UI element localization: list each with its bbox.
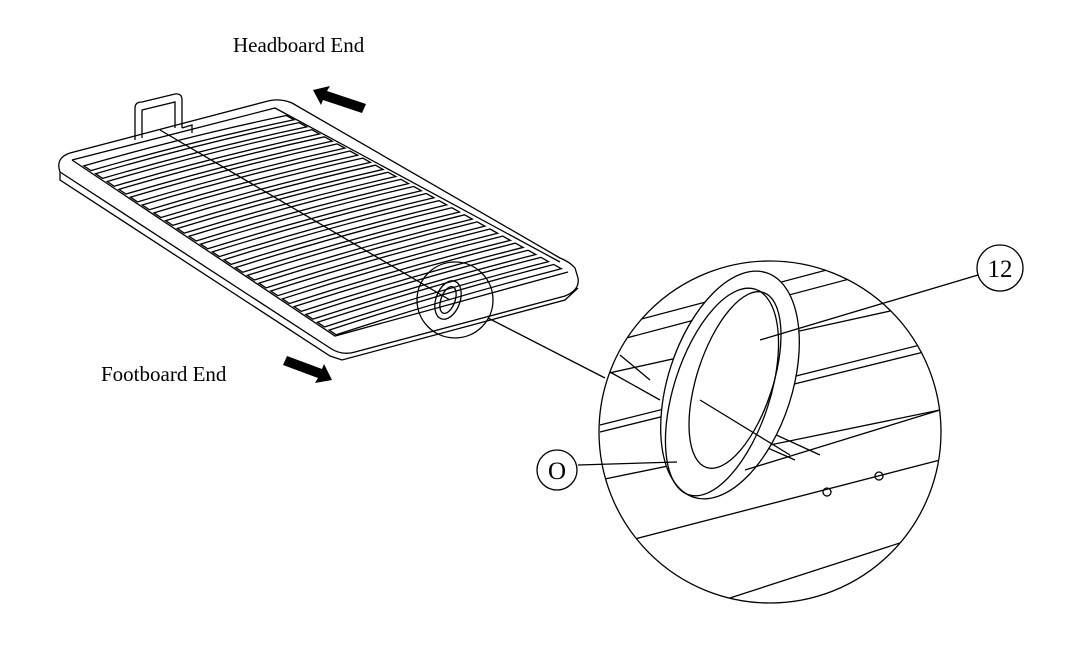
callout-12-label: 12 [988,256,1013,283]
frame-outline [58,99,579,354]
slat [222,199,449,266]
headboard-end-label: Headboard End [233,33,365,57]
slat [280,235,513,305]
frame-side-rail [59,172,579,361]
slats [82,114,564,336]
callout-o-label: O [548,458,566,485]
slat [245,214,474,281]
leader-line [487,317,606,379]
slat [140,150,360,211]
headboard-bracket [134,93,193,140]
slat [257,221,487,289]
slat [269,228,500,297]
slat [316,256,551,328]
slat [164,164,385,227]
slat [94,121,309,180]
slat [327,263,564,336]
footboard-arrow-icon [283,356,332,383]
slat [105,129,322,187]
slat [210,192,436,258]
slat [187,178,411,242]
slat [117,136,334,195]
loop-small [434,280,462,320]
slat [175,171,398,234]
slat [292,242,525,313]
headboard-arrow-icon [313,86,366,113]
slat [129,143,347,203]
slat [199,185,424,250]
slat [152,157,373,219]
bed-frame [58,93,606,379]
center-rail [159,129,451,301]
footboard-end-label: Footboard End [101,362,227,386]
frame-inner-edge [71,107,569,337]
slat [304,249,538,320]
callout-12: 12 [759,244,1024,341]
slat [82,114,296,172]
callout-o: O [536,449,678,491]
magnify-circle [416,261,494,339]
loop-small-inner [439,285,457,315]
detail-view [598,260,942,604]
slat [234,207,462,273]
